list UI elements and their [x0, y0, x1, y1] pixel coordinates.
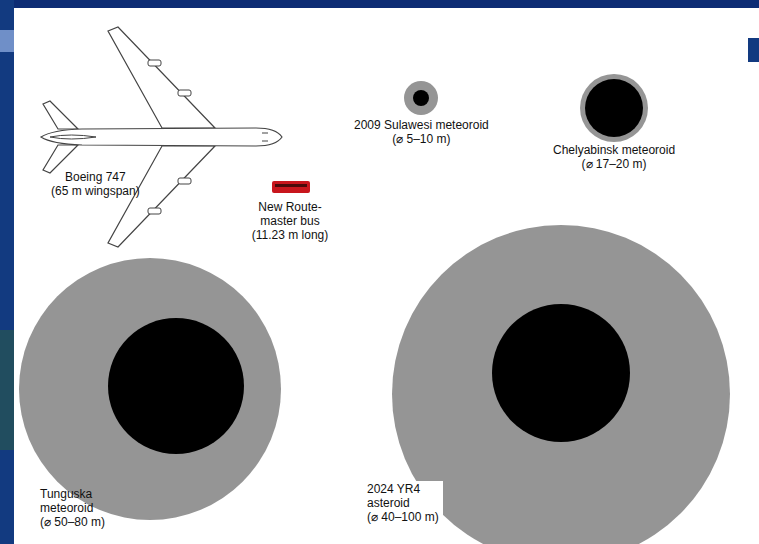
slide-edge-image: [0, 330, 14, 450]
routemaster-bus: New Route- master bus (11.23 m long): [240, 176, 340, 248]
object-label: New Route- master bus (11.23 m long): [251, 200, 329, 242]
tunguska-meteoroid: Tunguska meteoroid (⌀ 50–80 m): [18, 255, 270, 540]
slide-edge: [0, 0, 14, 544]
chelyabinsk-meteoroid: Chelyabinsk meteoroid (⌀ 17–20 m): [545, 70, 683, 178]
slide-edge-stripe: [0, 30, 14, 52]
object-label: Boeing 747 (65 m wingspan): [51, 170, 140, 198]
sulawesi-meteoroid: 2009 Sulawesi meteoroid (⌀ 5–10 m): [340, 76, 502, 150]
object-label: Tunguska meteoroid (⌀ 50–80 m): [40, 487, 107, 529]
boeing-747-silhouette-shape: [36, 22, 288, 250]
yr4-asteroid: 2024 YR4 asteroid (⌀ 40–100 m): [358, 222, 738, 544]
object-label: Chelyabinsk meteoroid (⌀ 17–20 m): [553, 143, 675, 171]
object-label: 2009 Sulawesi meteoroid (⌀ 5–10 m): [354, 118, 489, 146]
object-label: 2024 YR4 asteroid (⌀ 40–100 m): [364, 481, 443, 525]
slide-edge-stripe: [748, 38, 759, 62]
boeing-747-silhouette: Boeing 747 (65 m wingspan): [36, 22, 288, 250]
